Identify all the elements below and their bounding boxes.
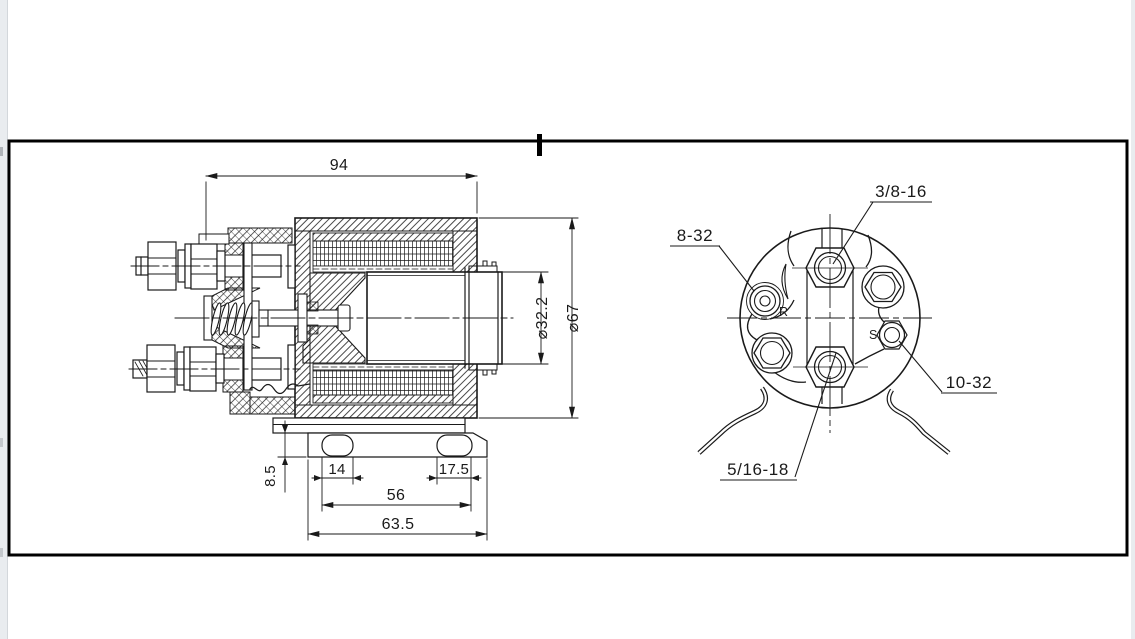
callout-top-stud: 3/8-16 (875, 182, 927, 201)
end-view-centerlines (727, 214, 932, 433)
callout-left-terminal: 8-32 (677, 226, 713, 245)
drawing-frame (7, 134, 1129, 557)
dim-body-diameter: ⌀67 (565, 304, 582, 333)
bracket-slot-right (436, 434, 473, 457)
centerlines (128, 265, 514, 370)
r-terminal-label: R (779, 305, 788, 319)
side-view: 94 ⌀32.2 ⌀67 8.5 14 17.5 56 63.5 (128, 157, 582, 541)
dim-left-slot: 14 (328, 461, 345, 478)
dim-overall-length: 94 (330, 157, 349, 174)
coil-winding-bottom (312, 363, 454, 404)
r-terminal: R (746, 282, 788, 320)
s-terminal-label: S (869, 328, 877, 342)
bracket-wires (697, 386, 951, 455)
frame-center-tick (537, 134, 542, 156)
dim-bracket-thickness: 8.5 (262, 465, 279, 487)
dim-bracket-length: 63.5 (382, 516, 415, 533)
dimensions (205, 173, 579, 541)
callout-right-terminal: 10-32 (946, 373, 992, 392)
bracket-slot-left (321, 434, 354, 457)
coil-winding-top (312, 232, 454, 273)
snap-ring-top (468, 260, 498, 273)
dim-right-slot: 17.5 (439, 461, 469, 478)
callout-bottom-stud: 5/16-18 (727, 460, 789, 479)
mounting-bracket (272, 417, 488, 458)
return-spring (210, 302, 254, 336)
plate-contours (746, 230, 885, 383)
dim-plunger-diameter: ⌀32.2 (534, 297, 551, 340)
hex-nut-lower-left (751, 332, 793, 374)
hex-nut-upper-right (861, 265, 905, 309)
margin-mark (0, 438, 3, 447)
margin-mark (0, 548, 3, 557)
dim-slot-span: 56 (387, 487, 406, 504)
end-view: R S (670, 182, 997, 481)
margin-mark (0, 147, 3, 156)
snap-ring-bottom (468, 363, 498, 376)
coil-lead-wire (249, 383, 311, 395)
dimension-labels: 94 ⌀32.2 ⌀67 8.5 14 17.5 56 63.5 (262, 157, 582, 533)
bus-band (806, 268, 854, 367)
thread-callouts: 3/8-16 8-32 10-32 5/16-18 (670, 182, 997, 481)
plate-slot (781, 263, 789, 300)
